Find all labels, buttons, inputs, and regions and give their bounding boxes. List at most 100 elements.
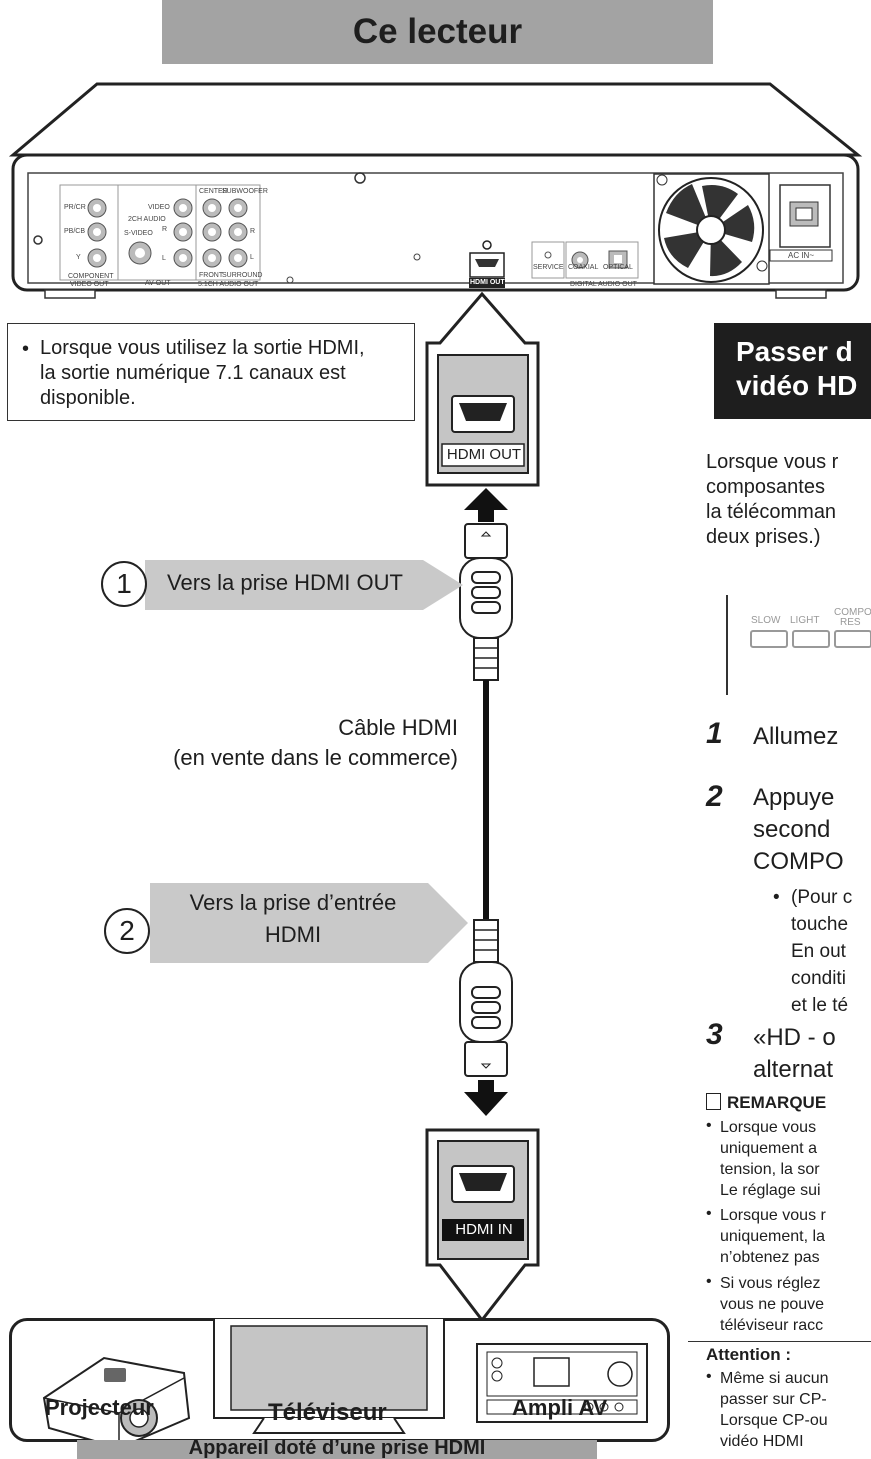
pb-cb-label: PB/CB bbox=[64, 228, 86, 235]
service-label: SERVICE bbox=[533, 264, 564, 271]
subwoofer-label: SUBWOOFER bbox=[222, 188, 268, 195]
panel-labels: PR/CR PB/CB Y COMPONENT VIDEO OUT VIDEO … bbox=[0, 0, 871, 320]
device-banner bbox=[77, 1440, 597, 1459]
remarque-line: tension, la sor bbox=[720, 1161, 820, 1178]
remarque-line: Lorsque vous r bbox=[720, 1207, 826, 1224]
attention-divider bbox=[688, 1341, 871, 1342]
tv-label: Téléviseur bbox=[268, 1399, 387, 1426]
res-label: RES bbox=[840, 617, 861, 628]
projector-label: Projecteur bbox=[45, 1395, 154, 1420]
step-3-text: «HD - o alternat bbox=[753, 1022, 836, 1086]
step-2-sub-line: et le té bbox=[791, 995, 849, 1016]
step-2-sub-line: touche bbox=[791, 914, 849, 935]
hdmi-cable bbox=[459, 488, 513, 1116]
bullet: • bbox=[706, 1273, 712, 1290]
step2-callout-bg bbox=[150, 883, 468, 963]
step-2-text: Appuye second COMPO bbox=[753, 782, 844, 878]
y-label: Y bbox=[76, 254, 81, 261]
step-2-line: second bbox=[753, 816, 831, 843]
devices-illustration bbox=[42, 1318, 648, 1450]
note-line: disponible. bbox=[40, 387, 136, 409]
remarque-line: vous ne pouve bbox=[720, 1296, 825, 1313]
step2-label-line1: Vers la prise d’entrée bbox=[189, 890, 397, 915]
attention-title: Attention : bbox=[706, 1345, 791, 1364]
front-label: FRONT bbox=[199, 272, 224, 279]
video-label: VIDEO bbox=[148, 204, 170, 211]
pr-cr-label: PR/CR bbox=[64, 204, 86, 211]
step-3-line: alternat bbox=[753, 1056, 834, 1083]
step-2-line: Appuye bbox=[753, 784, 835, 811]
projector-icon bbox=[42, 1356, 191, 1450]
step-1-number: 1 bbox=[706, 717, 723, 750]
attention-line: Lorsque CP-ou bbox=[720, 1412, 828, 1429]
note-bullet: • bbox=[22, 338, 30, 360]
l2-label: L bbox=[250, 254, 254, 261]
attention-line: Même si aucun bbox=[720, 1370, 829, 1387]
sub-bullet: • bbox=[773, 887, 780, 908]
av-out-label: AV OUT bbox=[145, 280, 171, 287]
av-amplifier-icon bbox=[476, 1343, 648, 1423]
step1-callout-bg bbox=[145, 560, 463, 610]
ac-in-label: AC IN~ bbox=[788, 251, 815, 260]
step-3-line: «HD - o bbox=[753, 1024, 836, 1051]
attention-line: passer sur CP- bbox=[720, 1391, 827, 1408]
remarque-title: REMARQUE bbox=[727, 1093, 827, 1112]
intro-line: la télécomman bbox=[706, 501, 837, 523]
device-banner-text: Appareil doté d’une prise HDMI bbox=[188, 1437, 486, 1459]
step1-label: Vers la prise HDMI OUT bbox=[167, 570, 403, 595]
step-1-line: Allumez bbox=[753, 723, 839, 750]
slow-label: SLOW bbox=[751, 615, 781, 626]
hdmi-in-callout-label: HDMI IN bbox=[455, 1221, 513, 1238]
bullet: • bbox=[706, 1368, 712, 1385]
intro-line: Lorsque vous r bbox=[706, 451, 839, 473]
step-2-line: COMPO bbox=[753, 848, 844, 875]
step-2-sub: • (Pour c touche En out conditi et le té bbox=[773, 884, 852, 1019]
r2-label: R bbox=[250, 228, 256, 235]
remarque-line: téléviseur racc bbox=[720, 1317, 824, 1334]
step-1-text: Allumez bbox=[753, 721, 838, 753]
step2-circle: 2 bbox=[104, 908, 150, 954]
slow-button bbox=[750, 630, 788, 648]
hdmi-out-callout bbox=[425, 291, 540, 487]
attention-line: vidéo HDMI bbox=[720, 1433, 804, 1450]
remarque-line: n’obtenez pas bbox=[720, 1249, 820, 1266]
right-title-line1: Passer d bbox=[736, 336, 853, 367]
step-2-number: 2 bbox=[706, 780, 723, 813]
coaxial-label: COAXIAL bbox=[568, 264, 599, 271]
right-title-banner: Passer d vidéo HD bbox=[714, 323, 871, 419]
compo-button bbox=[834, 630, 871, 648]
amp-label: Ampli AV bbox=[512, 1395, 608, 1420]
remarque-line: Le réglage sui bbox=[720, 1182, 821, 1199]
note-line: la sortie numérique 7.1 canaux est bbox=[40, 362, 346, 384]
step1-circle: 1 bbox=[101, 561, 147, 607]
note-line: Lorsque vous utilisez la sortie HDMI, bbox=[40, 337, 365, 359]
bullet: • bbox=[706, 1117, 712, 1134]
optical-label: OPTICAL bbox=[603, 264, 633, 271]
digital-audio-out-label: DIGITAL AUDIO OUT bbox=[570, 281, 637, 288]
light-label: LIGHT bbox=[790, 615, 820, 626]
hdmi-note-box: • Lorsque vous utilisez la sortie HDMI, … bbox=[7, 323, 415, 421]
panel-hdmi-out-label: HDMI OUT bbox=[470, 279, 505, 286]
2ch-audio-label: 2CH AUDIO bbox=[128, 216, 166, 223]
step-3-number: 3 bbox=[706, 1018, 723, 1051]
cable-label-line2: (en vente dans le commerce) bbox=[173, 745, 458, 770]
surround-label: SURROUND bbox=[222, 272, 263, 279]
step2-label-line2: HDMI bbox=[264, 922, 322, 947]
light-button bbox=[792, 630, 830, 648]
step-2-sub-line: (Pour c bbox=[791, 887, 853, 908]
remarque-line: uniquement, la bbox=[720, 1228, 825, 1245]
remarque-heading: REMARQUE bbox=[706, 1093, 826, 1113]
note-icon bbox=[706, 1093, 721, 1110]
cable-label: Câble HDMI (en vente dans le commerce) bbox=[100, 713, 458, 773]
component-label: COMPONENT bbox=[68, 273, 114, 280]
right-title-line2: vidéo HD bbox=[736, 370, 858, 401]
svideo-label: S-VIDEO bbox=[124, 230, 153, 237]
cable-label-line1: Câble HDMI bbox=[338, 715, 458, 740]
intro-line: deux prises.) bbox=[706, 526, 821, 548]
step-2-sub-line: conditi bbox=[791, 968, 846, 989]
remarque-line: Lorsque vous bbox=[720, 1119, 817, 1136]
r-label: R bbox=[162, 226, 168, 233]
intro-line: composantes bbox=[706, 476, 825, 498]
player-banner: Ce lecteur bbox=[162, 0, 713, 64]
remarque-line: uniquement a bbox=[720, 1140, 817, 1157]
